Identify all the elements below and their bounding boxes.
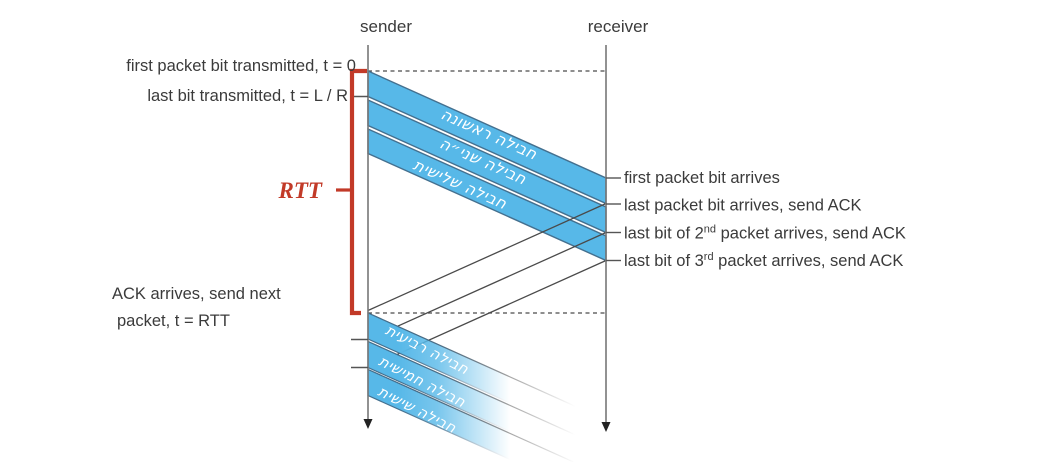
ack-2-line [367, 231, 607, 341]
label-3rd-sup: rd [704, 251, 714, 263]
sender-arrowhead [363, 419, 373, 429]
label-3rd-packet-arrives: last bit of 3rd packet arrives, send ACK [624, 251, 903, 270]
label-ack-arrives-line1: ACK arrives, send next [112, 285, 281, 303]
label-2nd-sup: nd [704, 224, 716, 236]
label-2nd-pre: last bit of 2 [624, 225, 704, 243]
sender-title: sender [360, 17, 412, 36]
label-first-bit-arrives: first packet bit arrives [624, 169, 780, 187]
sender-timeline [363, 45, 373, 429]
label-ack-arrives-line2: packet, t = RTT [117, 312, 230, 330]
ack-1-line [367, 202, 607, 312]
label-3rd-post: packet arrives, send ACK [714, 252, 904, 270]
label-last-bit-arrives: last packet bit arrives, send ACK [624, 197, 862, 215]
label-last-bit-transmitted: last bit transmitted, t = L / R [147, 87, 348, 105]
label-2nd-packet-arrives: last bit of 2nd packet arrives, send ACK [624, 224, 906, 243]
label-3rd-pre: last bit of 3 [624, 252, 704, 270]
label-2nd-post: packet arrives, send ACK [716, 225, 906, 243]
receiver-arrowhead [601, 422, 611, 432]
rtt-label: RTT [278, 178, 323, 203]
receiver-title: receiver [588, 17, 649, 36]
receiver-timeline [601, 45, 611, 432]
rtt-bracket [336, 68, 367, 316]
label-first-bit-transmitted: first packet bit transmitted, t = 0 [126, 57, 356, 75]
